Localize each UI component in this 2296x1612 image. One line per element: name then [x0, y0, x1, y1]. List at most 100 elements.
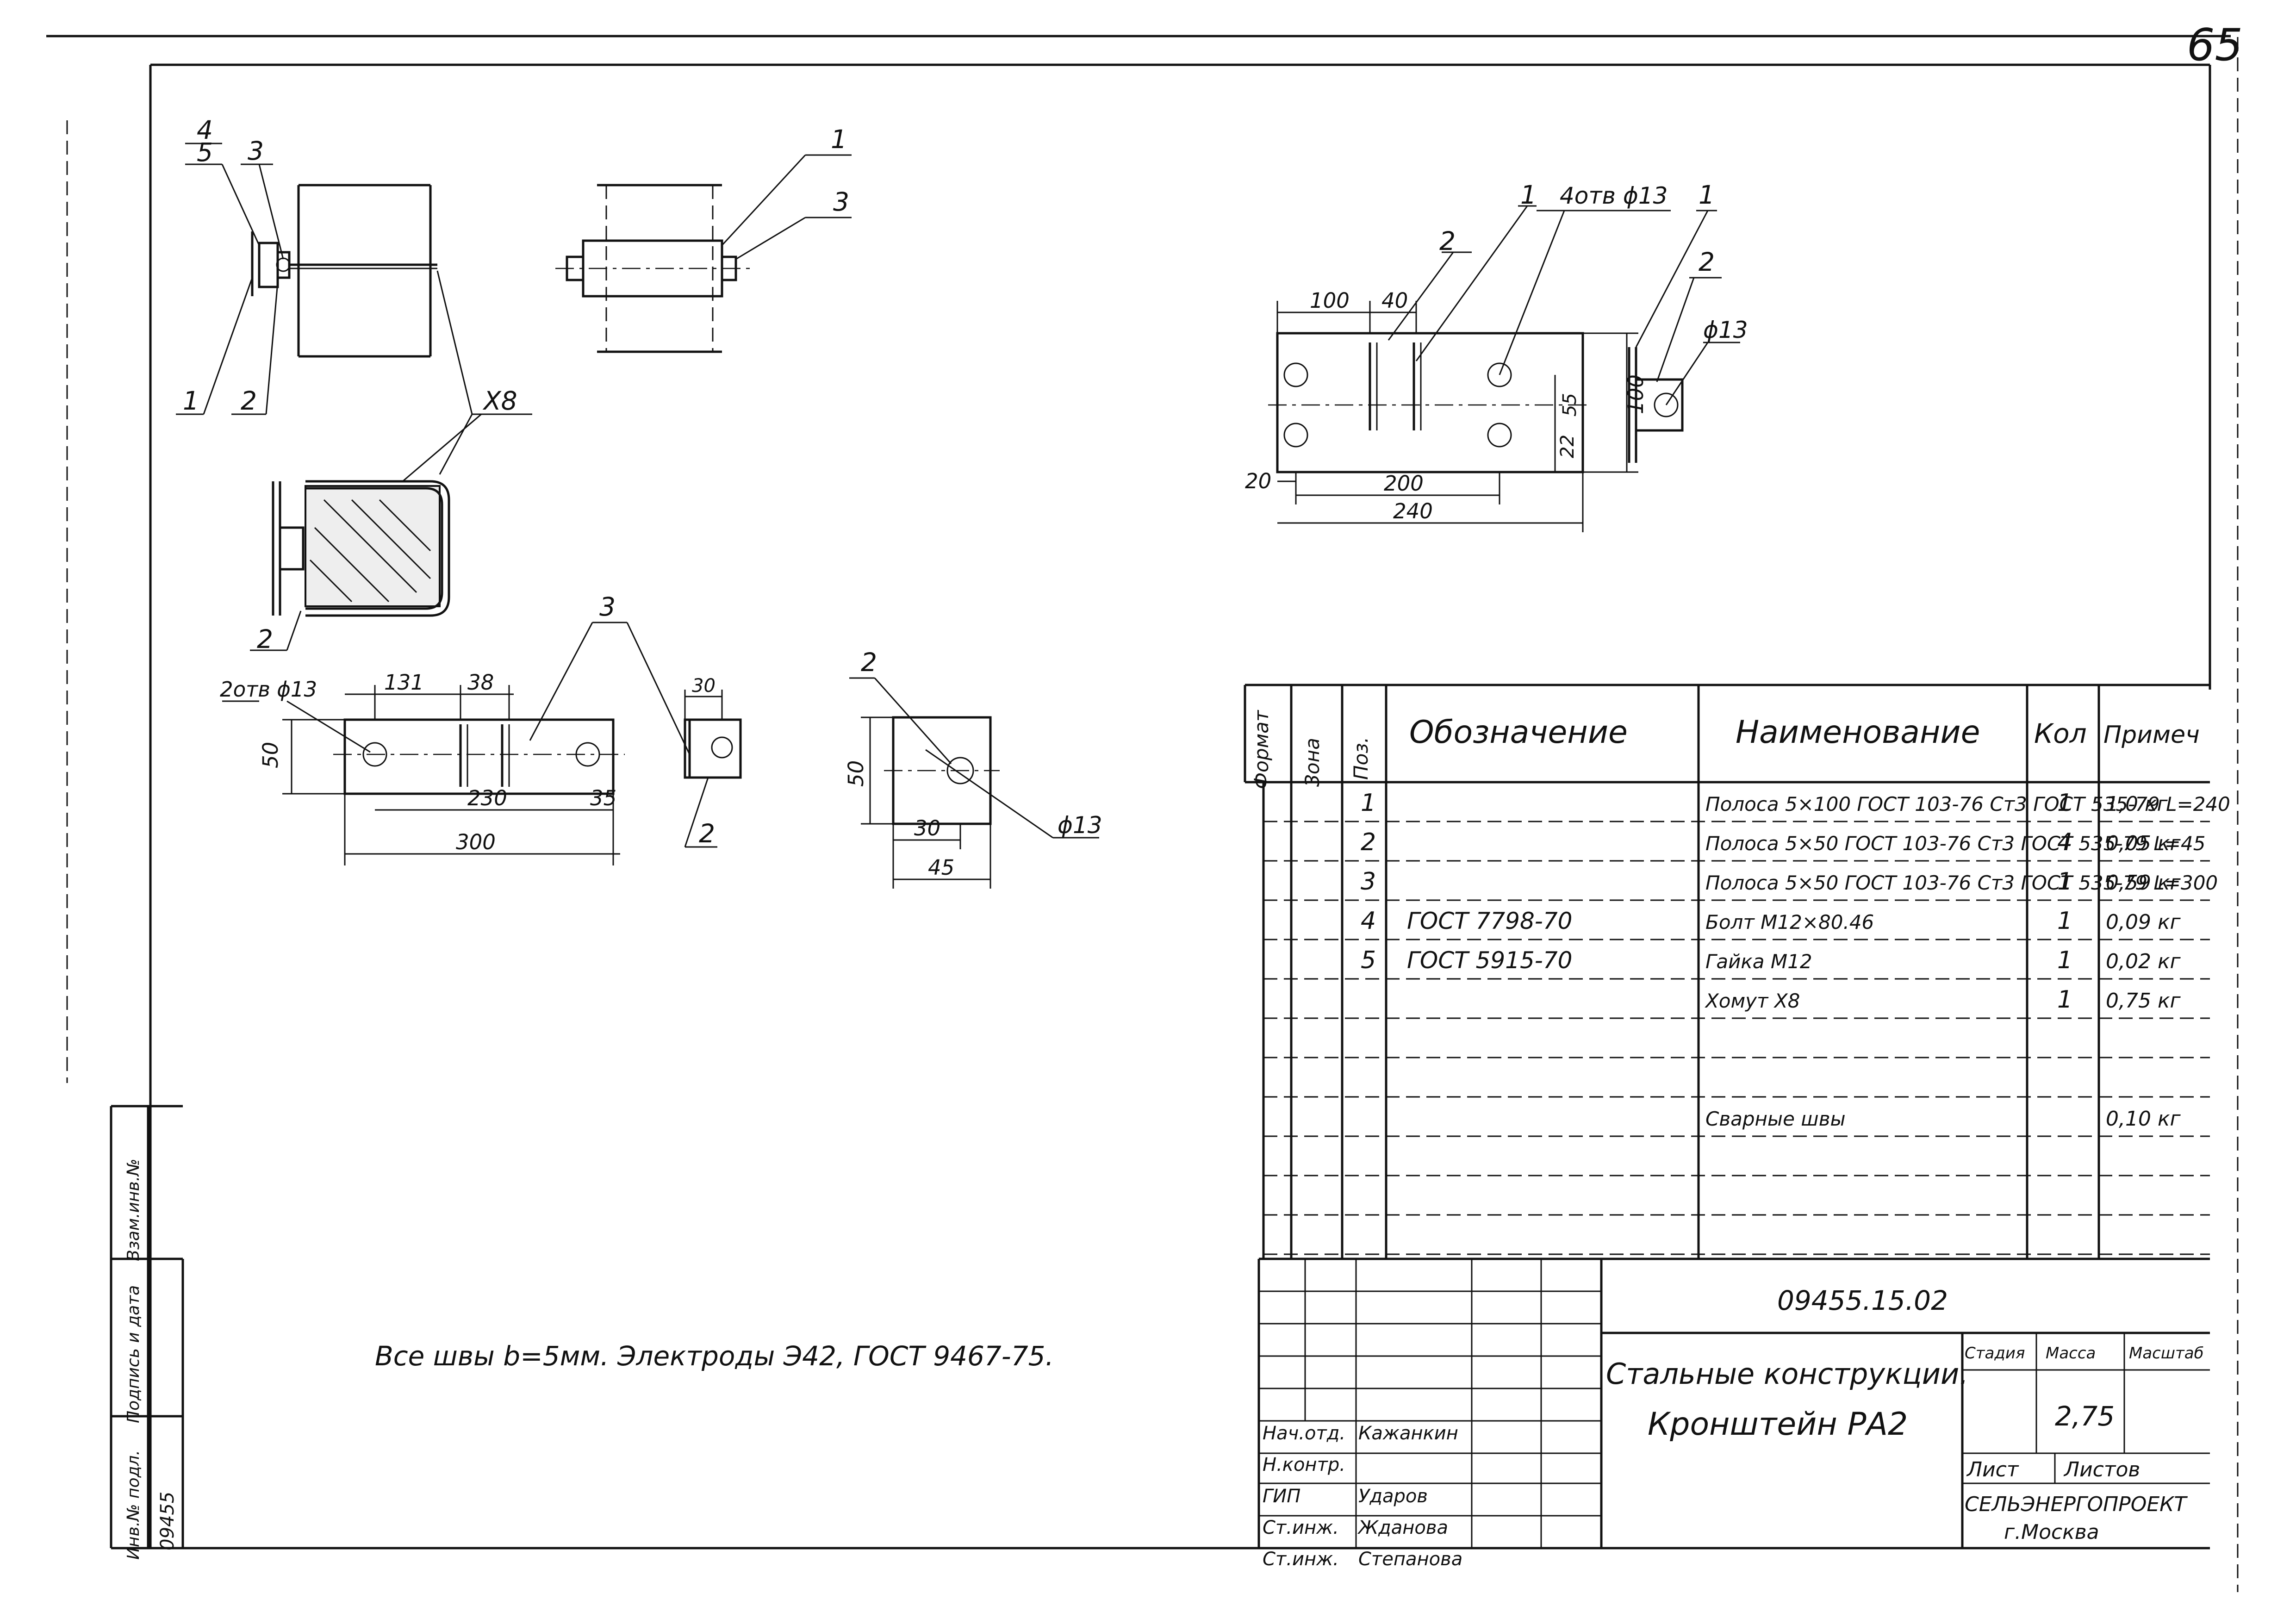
- callout-2-clamp: 2: [257, 624, 273, 654]
- stamp-swap-label: Взам.инв.№: [124, 1158, 143, 1261]
- spec-row-pos: 3: [1361, 868, 1376, 896]
- view-plate-1: [1268, 332, 1592, 473]
- hole-13-plate2: ϕ13: [1058, 812, 1102, 839]
- view-plate-2: [849, 677, 1099, 889]
- view-side-assembly: [251, 184, 437, 358]
- spec-row-name: Хомут Х8: [1705, 990, 1800, 1012]
- callout-clamp: Х8: [482, 386, 517, 416]
- signer-role: Ст.инж.: [1263, 1517, 1339, 1538]
- spec-row-name: Сварные швы: [1705, 1108, 1846, 1130]
- leader-lines-top: [721, 154, 852, 260]
- callout-1-plate: 1: [1520, 180, 1537, 210]
- spec-row-qty: 1: [2057, 946, 2072, 974]
- mass-label: Масса: [2046, 1344, 2096, 1363]
- spec-row-designation: ГОСТ 7798-70: [1407, 908, 1572, 934]
- spec-row-name: Болт М12×80.46: [1705, 911, 1874, 934]
- callout-2-side: 2: [1699, 247, 1715, 277]
- spec-row-designation: ГОСТ 5915-70: [1407, 947, 1572, 974]
- holes-4-label: 4отв ϕ13: [1560, 182, 1668, 209]
- callout-1: 1: [183, 386, 199, 416]
- spec-row-pos: 4: [1361, 907, 1376, 935]
- welding-note: Все швы b=5мм. Электроды Э42, ГОСТ 9467-…: [375, 1340, 1054, 1372]
- callout-2-strip: 2: [699, 819, 715, 848]
- spec-row-name: Гайка М12: [1705, 950, 1812, 973]
- doc-title-1: Стальные конструкции.: [1606, 1357, 1968, 1391]
- doc-code: 09455.15.02: [1777, 1285, 1948, 1316]
- header-zone: Зона: [1301, 738, 1324, 787]
- dim-131: 131: [384, 670, 424, 695]
- view-strip-3-side: [684, 690, 742, 848]
- spec-row-pos: 2: [1361, 828, 1376, 856]
- spec-row-qty: 1: [2057, 907, 2072, 935]
- dim-35: 35: [590, 786, 616, 810]
- mass-value: 2,75: [2055, 1400, 2115, 1432]
- view-plate-1-side: [1628, 210, 1740, 463]
- spec-row-name: Полоса 5×50 ГОСТ 103-76 Ст3 ГОСТ 535-79 …: [1705, 832, 2205, 855]
- signer-name: Степанова: [1358, 1549, 1462, 1570]
- callout-3: 3: [248, 136, 264, 166]
- callout-2-plate: 2: [1439, 226, 1456, 256]
- spec-row-pos: 5: [1361, 946, 1376, 974]
- org-city: г.Москва: [2004, 1520, 2099, 1544]
- spec-row-name: Полоса 5×100 ГОСТ 103-76 Ст3 ГОСТ 535-79…: [1705, 793, 2230, 815]
- spec-row-lines: [1263, 821, 2210, 1255]
- spec-row-qty: 4: [2057, 828, 2072, 856]
- signer-role: Нач.отд.: [1263, 1423, 1345, 1444]
- sheet-frame: [46, 35, 2239, 1592]
- dim-50a: 50: [258, 742, 283, 768]
- dim-55: 55: [1559, 393, 1580, 417]
- header-qty: Кол: [2034, 718, 2087, 749]
- doc-title-2: Кронштейн РА2: [1648, 1406, 1908, 1443]
- spec-table-grid: [1244, 684, 2210, 1259]
- title-block-grid: [1257, 1257, 2210, 1548]
- header-note: Примеч: [2103, 721, 2200, 749]
- holes-2-label: 2отв ϕ13: [220, 677, 317, 702]
- spec-row-qty: 1: [2057, 868, 2072, 896]
- signer-role: Н.контр.: [1263, 1454, 1345, 1475]
- dim-230: 230: [467, 786, 507, 810]
- callout-5: 5: [197, 137, 213, 167]
- dim-300: 300: [456, 830, 496, 854]
- dims-plate-1: [1276, 301, 1638, 532]
- spec-row-note: 0,10 кг: [2106, 1107, 2181, 1131]
- dim-200: 200: [1384, 471, 1424, 496]
- leader-lines-strip: [222, 622, 691, 755]
- spec-row-note: 0,09 кг: [2106, 910, 2181, 934]
- sheets-label: Листов: [2063, 1458, 2140, 1481]
- signer-name: Жданова: [1357, 1517, 1448, 1538]
- hole-13-side: ϕ13: [1703, 317, 1748, 343]
- dim-30b: 30: [914, 816, 940, 840]
- sheet-number: 65: [2187, 20, 2243, 71]
- side-stamp: [110, 1105, 184, 1548]
- view-strip-3: [333, 718, 625, 795]
- dim-40: 40: [1381, 288, 1408, 313]
- stamp-inv-label: Инв.№ подл.: [124, 1450, 143, 1560]
- dim-38: 38: [467, 670, 494, 695]
- org-name: СЕЛЬЭНЕРГОПРОЕКТ: [1965, 1493, 2188, 1516]
- callout-1-side: 1: [1699, 180, 1715, 210]
- stamp-inv-value: 09455: [157, 1492, 178, 1550]
- spec-row-qty: 1: [2057, 789, 2072, 817]
- stage-label: Стадия: [1965, 1344, 2025, 1363]
- callout-1-top: 1: [831, 124, 847, 154]
- spec-row-name: Полоса 5×50 ГОСТ 103-76 Ст3 ГОСТ 535-79 …: [1705, 871, 2218, 894]
- spec-row-note: 0,02 кг: [2106, 950, 2181, 973]
- dim-50b: 50: [844, 760, 868, 787]
- view-top-assembly: [555, 184, 750, 353]
- header-pos: Поз.: [1350, 737, 1372, 780]
- stamp-sign-label: Подпись и дата: [124, 1285, 143, 1423]
- dim-100: 100: [1310, 288, 1350, 313]
- sheet-label: Лист: [1966, 1458, 2019, 1481]
- signer-role: ГИП: [1263, 1486, 1300, 1507]
- leader-lines-clamp: [250, 413, 482, 651]
- leader-lines-side: [176, 143, 532, 475]
- signer-name: Кажанкин: [1358, 1423, 1458, 1444]
- dim-20: 20: [1245, 469, 1271, 493]
- header-designation: Обозначение: [1409, 714, 1628, 751]
- scale-label: Масштаб: [2129, 1344, 2204, 1363]
- dim-22: 22: [1557, 435, 1578, 458]
- header-format: Формат: [1250, 710, 1273, 789]
- callout-2-plate2: 2: [861, 647, 877, 677]
